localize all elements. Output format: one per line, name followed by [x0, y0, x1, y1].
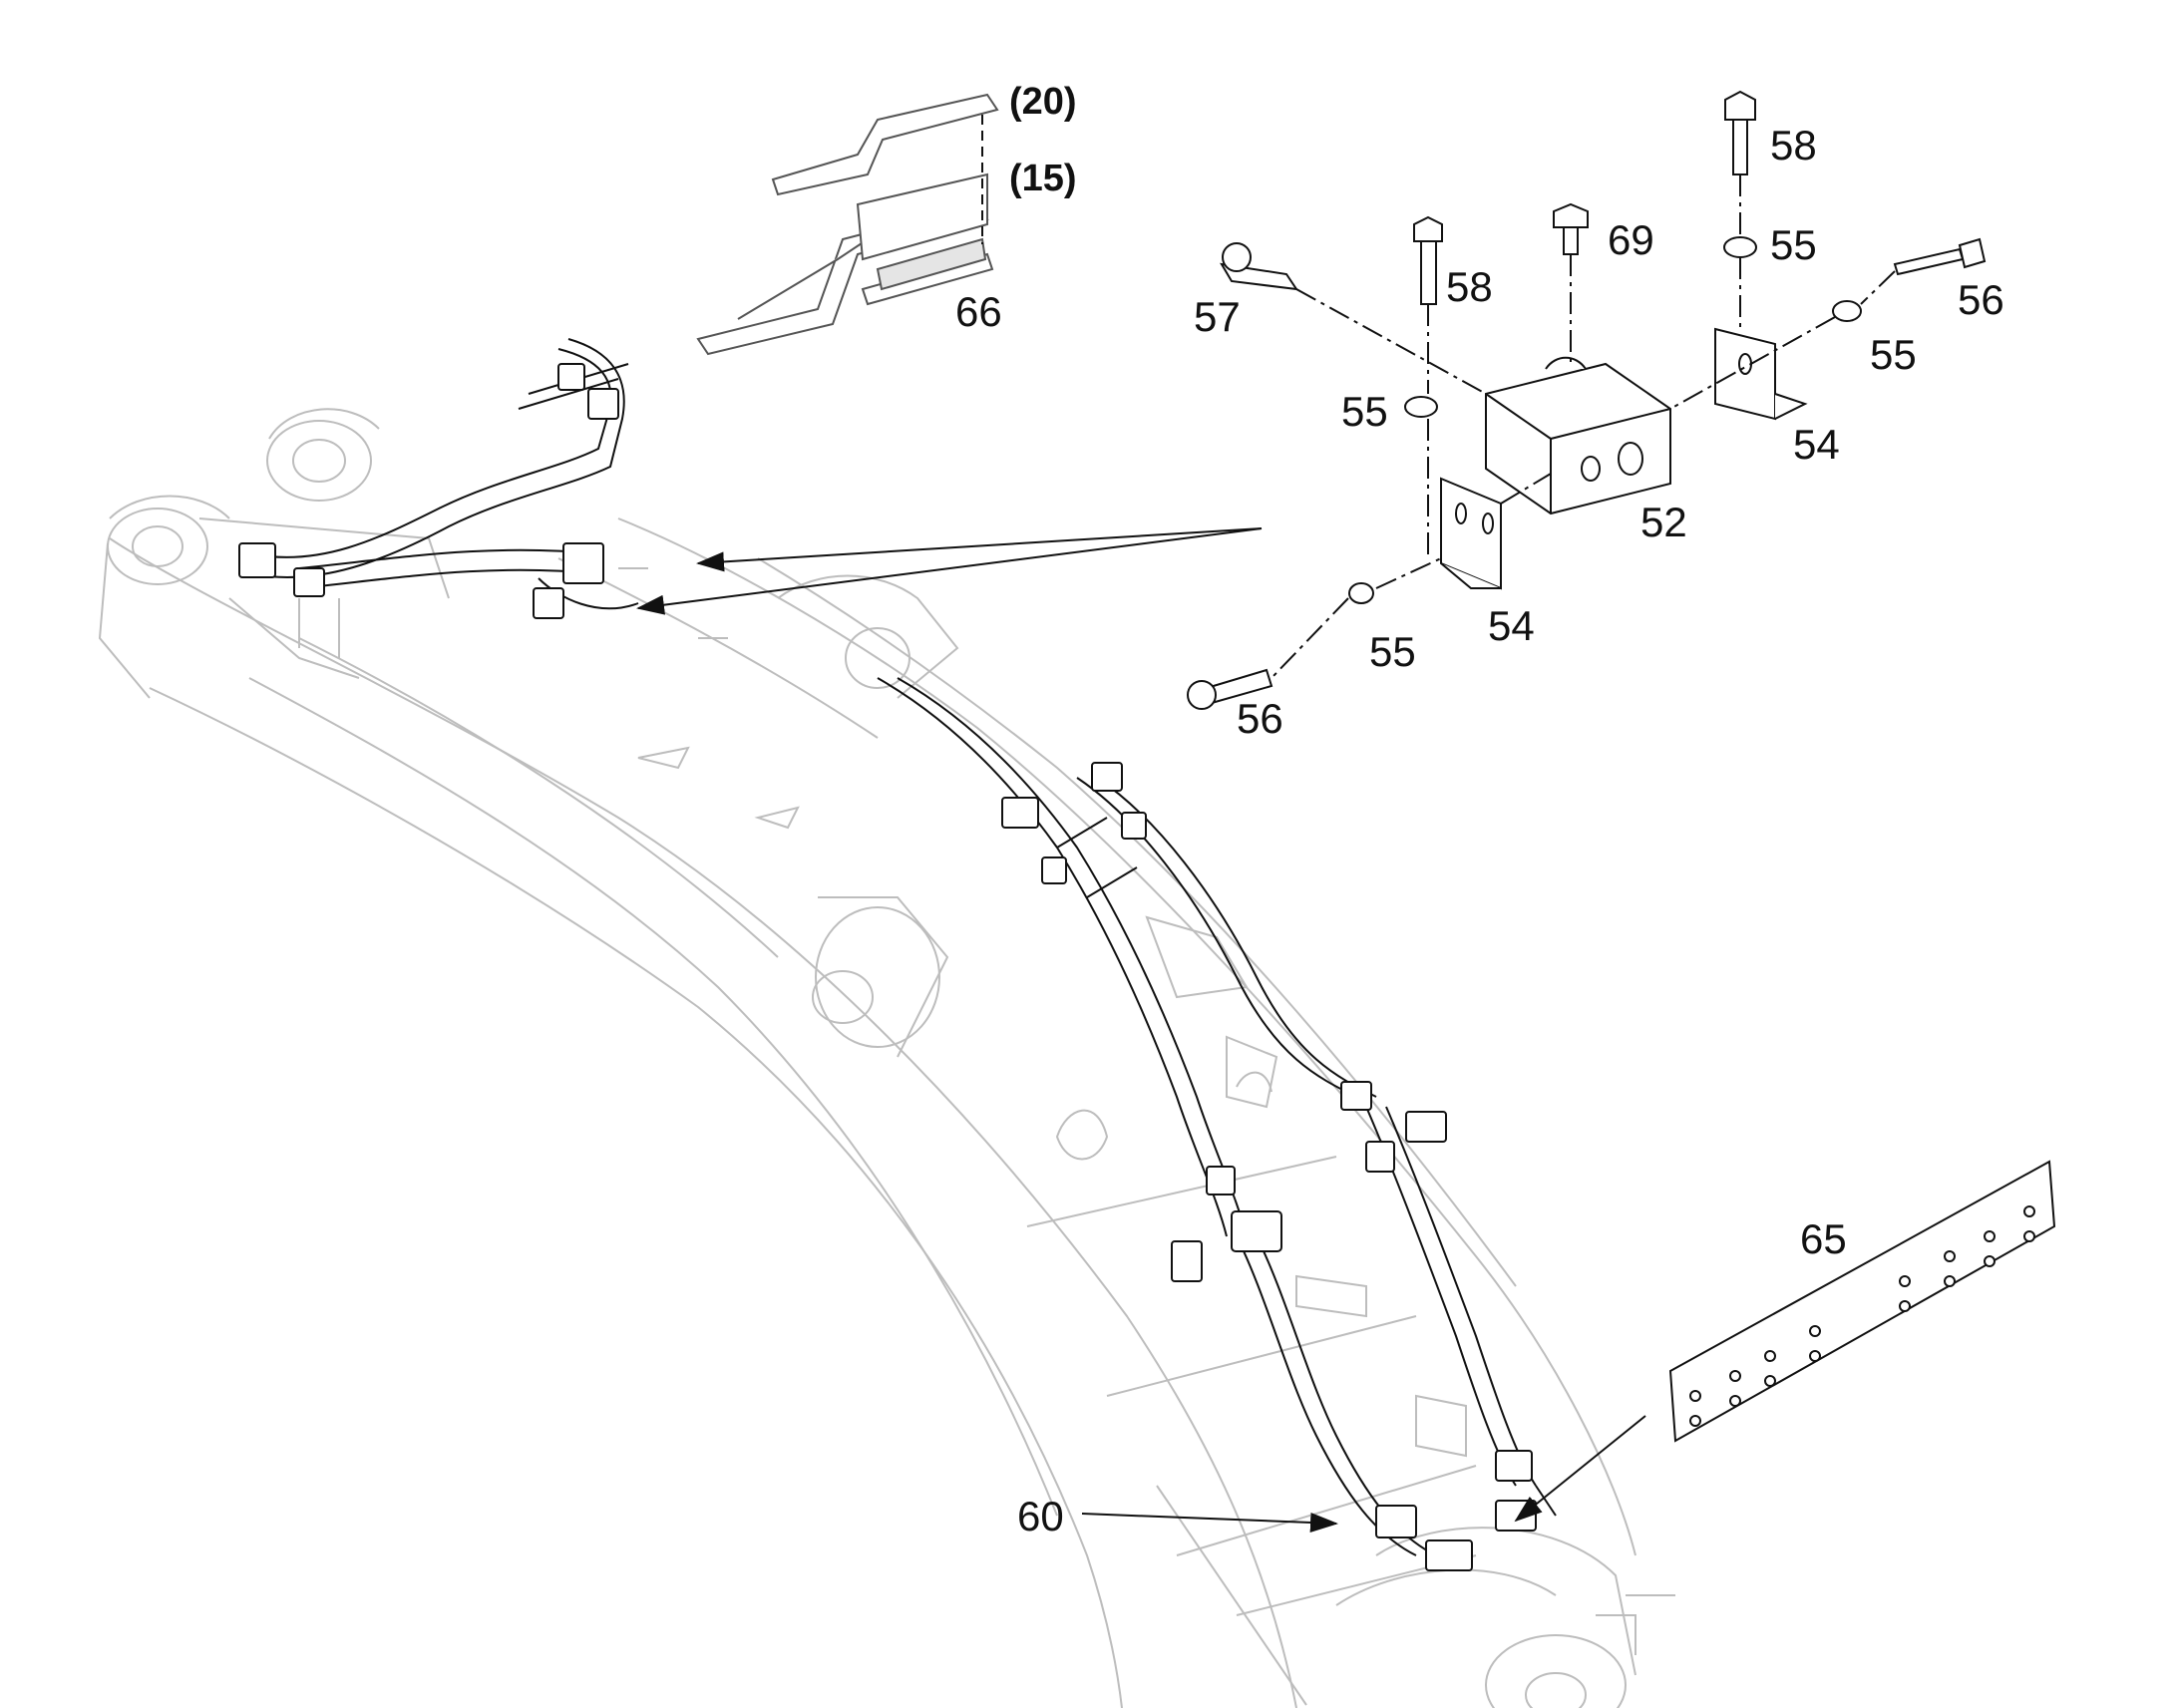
callout-part-69: 69 [1608, 216, 1654, 263]
part-65-plate [1668, 1160, 2056, 1443]
callout-part-54-lower: 54 [1488, 602, 1535, 649]
callout-part-55-right: 55 [1870, 331, 1917, 378]
callout-part-60: 60 [1017, 1493, 1064, 1539]
leader-arrows [636, 527, 1646, 1533]
callout-part-55-top: 55 [1770, 221, 1817, 268]
callout-part-56-left: 56 [1237, 695, 1283, 742]
callout-part-66: 66 [955, 288, 1002, 335]
callout-part-55-bottom: 55 [1369, 628, 1416, 675]
boom-structure [98, 408, 1675, 1708]
callout-part-65: 65 [1800, 1215, 1847, 1262]
hose-clamps [238, 363, 1537, 1571]
callout-ref-15: (15) [1009, 158, 1077, 199]
assembly-guide-lines [1271, 174, 1896, 679]
callout-part-55-left: 55 [1341, 388, 1388, 435]
hose-lines [248, 338, 1557, 1556]
callout-ref-20: (20) [1009, 81, 1077, 123]
callout-part-52: 52 [1640, 499, 1687, 545]
callout-part-58-top: 58 [1770, 122, 1817, 169]
callout-part-58-middle: 58 [1446, 263, 1493, 310]
fastener-exploded-view [1187, 90, 1987, 710]
callout-part-54-upper: 54 [1793, 421, 1840, 468]
callout-part-56-right: 56 [1958, 276, 2004, 323]
callout-part-57: 57 [1194, 293, 1241, 340]
part-66-plates [696, 93, 999, 356]
